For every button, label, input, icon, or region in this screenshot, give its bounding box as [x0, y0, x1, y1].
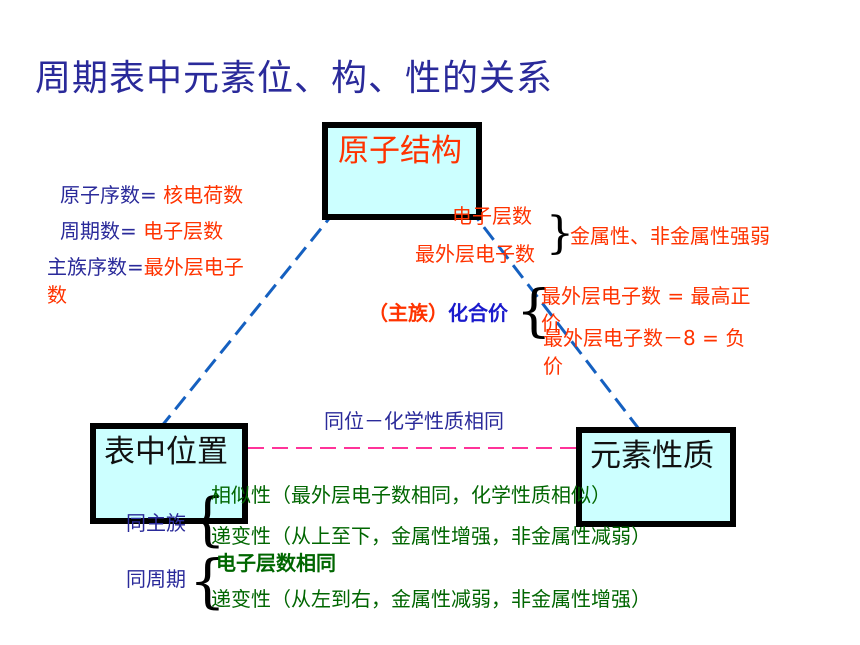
metallic-strength-text: 金属性、非金属性强弱 [570, 224, 770, 248]
valence-label: （主族）化合价 [368, 302, 508, 325]
atomic-number-relation: 原子序数= 核电荷数 [60, 184, 243, 207]
similarity-text: 相似性（最外层电子数相同，化学性质相似） [211, 483, 611, 507]
same-group-label: 同主族 [126, 511, 186, 535]
valence-text: 化合价 [448, 301, 508, 325]
outer-electrons-value-wrap: 数 [47, 283, 67, 307]
element-properties-box: 元素性质 [576, 427, 736, 527]
nuclear-charge-value: 核电荷数 [156, 183, 244, 207]
negative-valence-wrap: 价 [543, 354, 563, 378]
negative-valence-text: 最外层电子数－8 = 负 [543, 326, 746, 350]
same-group-brace-icon: { [189, 485, 226, 553]
main-group-prefix: （主族） [368, 301, 448, 325]
shell-count-text: 电子层数 [452, 204, 532, 228]
period-number-label: 周期数= [60, 219, 137, 243]
table-position-box: 表中位置 [90, 423, 248, 524]
group-number-label: 主族序数= [47, 255, 144, 279]
group-trend-text: 递变性（从上至下，金属性增强，非金属性减弱） [211, 524, 651, 548]
max-positive-valence-wrap: 价 [541, 311, 561, 335]
shell-count-value: 电子层数 [136, 219, 224, 243]
valence-brace-icon: { [516, 279, 552, 344]
same-period-label: 同周期 [126, 567, 186, 591]
same-period-brace-icon: { [189, 547, 226, 615]
atomic-structure-label: 原子结构 [338, 133, 462, 169]
outer-electron-count-text: 最外层电子数 [415, 242, 535, 266]
atomic-structure-box: 原子结构 [322, 122, 482, 220]
same-position-text: 同位－化学性质相同 [324, 409, 504, 433]
page-title: 周期表中元素位、构、性的关系 [35, 58, 554, 99]
table-position-label: 表中位置 [104, 434, 228, 470]
same-shells-text: 电子层数相同 [216, 551, 336, 575]
period-trend-text: 递变性（从左到右，金属性减弱，非金属性增强） [211, 587, 651, 611]
metallic-brace-icon: } [546, 208, 574, 259]
period-number-relation: 周期数= 电子层数 [60, 220, 223, 243]
group-number-relation: 主族序数=最外层电子 [47, 256, 244, 279]
atomic-number-label: 原子序数= [60, 183, 157, 207]
max-positive-valence-text: 最外层电子数 = 最高正 [541, 284, 751, 308]
outer-electrons-value: 最外层电子 [143, 255, 244, 279]
element-properties-label: 元素性质 [590, 438, 714, 474]
